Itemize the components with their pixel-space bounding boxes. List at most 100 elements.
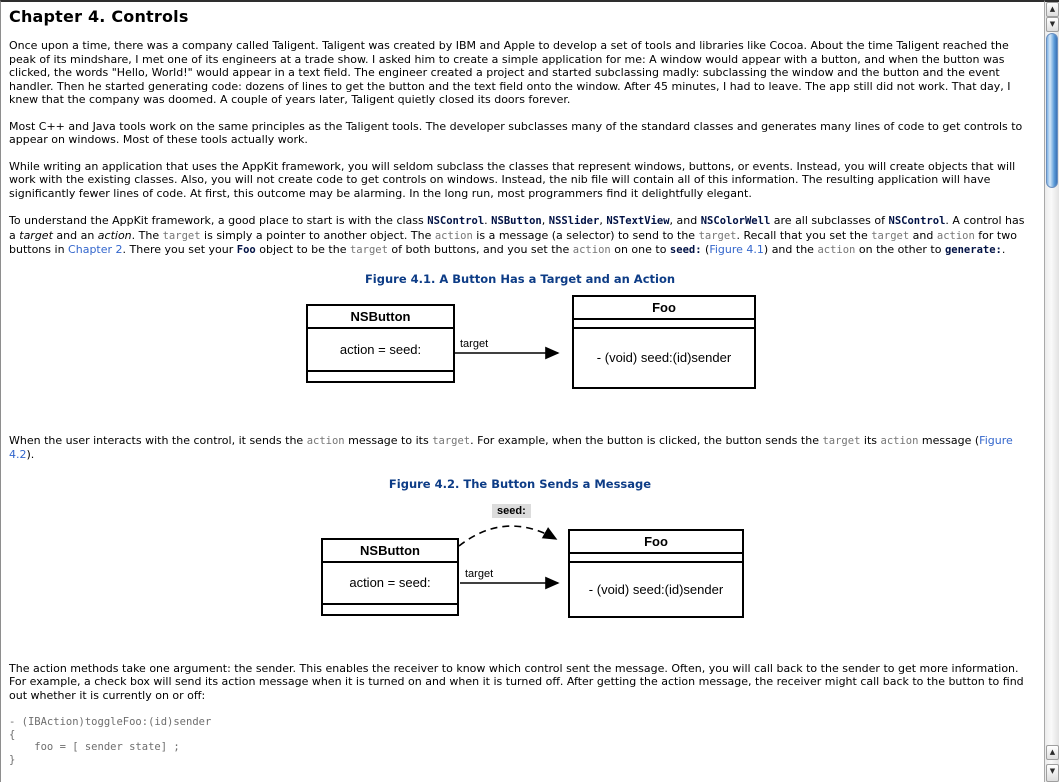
foo-box-divider xyxy=(574,320,754,329)
inline-link[interactable]: Figure 4.2 xyxy=(9,433,1013,462)
text-segment: , xyxy=(541,214,549,227)
foo-box-method: - (void) seed:(id)sender xyxy=(596,350,732,365)
text-segment: action xyxy=(97,228,132,242)
text-segment: and an xyxy=(52,228,98,242)
nsbutton-class-box: NSButton action = seed: xyxy=(321,537,459,616)
paragraph-action-sender: The action methods take one argument: th… xyxy=(9,662,1031,703)
text-segment: NSButton xyxy=(491,215,542,227)
paragraph-nscontrol-target-action: To understand the AppKit framework, a go… xyxy=(9,214,1031,258)
text-segment: target xyxy=(349,244,388,256)
code-line: { xyxy=(9,728,16,741)
text-segment: Foo xyxy=(236,244,256,256)
text-segment: action xyxy=(817,244,856,256)
paragraph-action-to-target: When the user interacts with the control… xyxy=(9,434,1031,462)
text-segment: its xyxy=(860,433,881,447)
paragraph-appkit-subclassing: While writing an application that uses t… xyxy=(9,160,1031,201)
foo-box-method: - (void) seed:(id)sender xyxy=(588,581,724,597)
text-segment: To understand the AppKit framework, a go… xyxy=(9,214,428,227)
text-segment: The action methods take one argument: th… xyxy=(9,661,1024,702)
foo-class-box: Foo - (void) seed:(id)sender xyxy=(568,528,744,618)
togglefoo-code-listing: - (IBAction)toggleFoo:(id)sender{ foo = … xyxy=(9,716,1031,766)
text-segment: on one to xyxy=(610,243,670,256)
text-segment: . xyxy=(1001,243,1006,256)
chapter-content: Chapter 4. Controls Once upon a time, th… xyxy=(1,2,1044,766)
message-arrows-graphic xyxy=(458,524,560,589)
figure-4-2-caption: Figure 4.2. The Button Sends a Message xyxy=(388,476,652,491)
target-arrow-graphic xyxy=(455,346,560,359)
text-segment: ( xyxy=(701,243,710,256)
text-segment: . The xyxy=(131,228,163,242)
text-segment: . xyxy=(484,214,492,227)
nsbutton-box-action: action = seed: xyxy=(349,575,431,590)
foo-box-divider xyxy=(570,554,742,563)
text-segment: message ( xyxy=(918,433,980,447)
figure-4-2-diagram: seed: NSButton action = seed: Foo - (voi… xyxy=(9,498,1031,620)
paragraph-cpp-java-tools: Most C++ and Java tools work on the same… xyxy=(9,120,1031,147)
text-segment: message to its xyxy=(344,433,433,447)
text-segment: and xyxy=(909,228,937,242)
text-segment: action xyxy=(434,229,473,242)
text-segment: object to be the xyxy=(255,243,350,256)
text-segment: are all subclasses of xyxy=(770,214,889,227)
scroll-up-button[interactable]: ▲ xyxy=(1046,745,1059,760)
inline-link[interactable]: Chapter 2 xyxy=(68,243,123,256)
target-arrow-label: target xyxy=(465,567,494,580)
text-segment: . There you set your xyxy=(122,243,237,256)
down-arrow-icon: ▼ xyxy=(1049,20,1056,28)
scroll-up-button[interactable]: ▲ xyxy=(1046,2,1059,17)
text-segment: target xyxy=(432,434,471,447)
text-segment: is a message (a selector) to send to the xyxy=(472,228,699,242)
scroll-down-button[interactable]: ▼ xyxy=(1046,764,1059,782)
target-arrow-label: target xyxy=(460,337,489,350)
text-segment: action xyxy=(572,244,611,256)
text-segment: While writing an application that uses t… xyxy=(9,159,1016,200)
scroll-down-button[interactable]: ▼ xyxy=(1046,17,1059,32)
seed-message-label: seed: xyxy=(492,503,531,518)
text-segment: ). xyxy=(26,448,35,461)
text-segment: ) and the xyxy=(763,243,818,256)
text-segment: is simply a pointer to another object. T… xyxy=(200,228,435,242)
text-segment: Most C++ and Java tools work on the same… xyxy=(9,119,1023,147)
text-segment: When the user interacts with the control… xyxy=(9,433,307,447)
text-segment: NSSlider xyxy=(548,215,600,227)
text-segment: action xyxy=(936,229,975,242)
text-segment: NSControl xyxy=(888,215,946,227)
text-segment: action xyxy=(306,434,345,447)
nsbutton-box-footer xyxy=(323,602,457,614)
nsbutton-box-footer xyxy=(308,369,453,381)
text-segment: NSColorWell xyxy=(700,215,771,227)
text-segment: target xyxy=(162,229,201,242)
text-segment: . For example, when the button is clicke… xyxy=(470,433,823,447)
inline-link[interactable]: Figure 4.1 xyxy=(709,243,764,256)
text-segment: target xyxy=(19,228,53,242)
text-segment: target xyxy=(698,229,737,242)
figure-4-1-diagram: NSButton action = seed: Foo - (void) see… xyxy=(9,294,1031,394)
text-segment: seed: xyxy=(669,244,702,256)
code-line: } xyxy=(9,753,16,766)
text-segment: on the other to xyxy=(855,243,945,256)
text-segment: generate: xyxy=(944,244,1002,256)
foo-box-title: Foo xyxy=(570,531,742,554)
vertical-scrollbar[interactable]: ▲ ▼ ▲ ▼ xyxy=(1044,0,1059,782)
text-segment: Once upon a time, there was a company ca… xyxy=(9,39,1011,106)
text-segment: NSTextView xyxy=(606,215,670,227)
text-segment: action xyxy=(880,434,919,447)
text-segment: . A control has a xyxy=(9,214,1025,242)
text-segment: of both buttons, and you set the xyxy=(387,243,573,256)
nsbutton-box-action: action = seed: xyxy=(339,341,422,357)
figure-4-1-caption: Figure 4.1. A Button Has a Target and an… xyxy=(364,271,676,286)
text-segment: NSControl xyxy=(427,215,485,227)
text-segment: for two buttons in xyxy=(9,228,1017,257)
text-segment: . Recall that you set the xyxy=(736,228,872,242)
nsbutton-box-title: NSButton xyxy=(323,540,457,563)
foo-box-title: Foo xyxy=(574,297,754,320)
up-arrow-icon: ▲ xyxy=(1049,748,1056,756)
page-title: Chapter 4. Controls xyxy=(9,7,189,26)
code-line: - (IBAction)toggleFoo:(id)sender xyxy=(9,716,212,728)
paragraph-taligent-story: Once upon a time, there was a company ca… xyxy=(9,39,1031,107)
nsbutton-box-title: NSButton xyxy=(308,306,453,329)
foo-class-box: Foo - (void) seed:(id)sender xyxy=(572,294,756,389)
text-segment: , xyxy=(599,214,607,227)
scrollbar-thumb[interactable] xyxy=(1046,33,1058,188)
text-segment: target xyxy=(822,434,861,447)
